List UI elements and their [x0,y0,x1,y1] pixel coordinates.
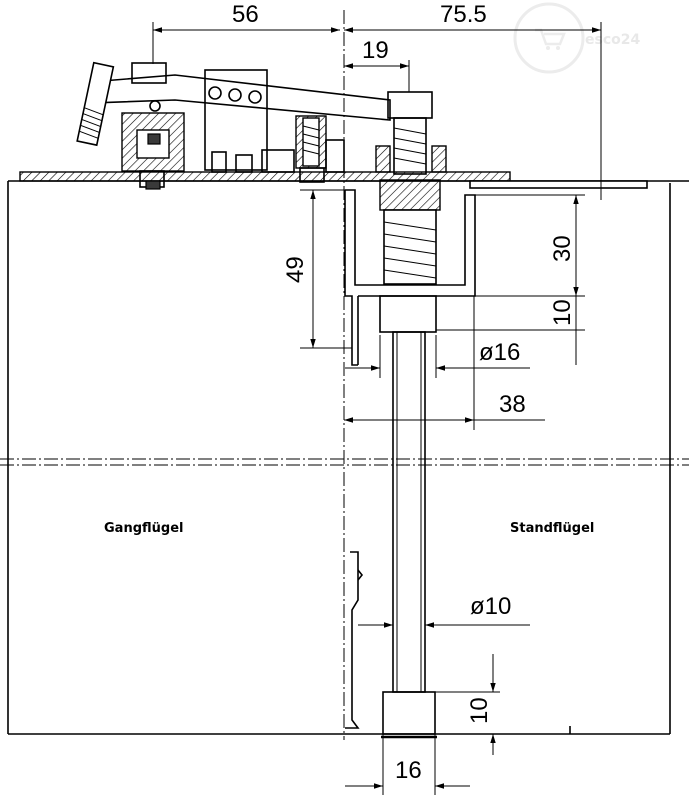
label-gangfluegel: Gangflügel [104,521,183,536]
bolt-assembly [344,179,476,739]
watermark-text: esco24 [585,32,640,48]
dimension-75-5: 75.5 [440,1,487,28]
dimension-10-bottom: 10 [466,697,493,724]
dimension-16: 16 [395,757,422,784]
top-mounting-plate [19,171,648,189]
esco24-watermark-logo: esco24 [513,2,640,74]
dimension-49: 49 [282,256,309,283]
dimension-19: 19 [362,37,389,64]
lever-mechanism [76,61,447,190]
cart-icon [513,2,585,74]
dimension-10-top: 10 [549,299,576,326]
dimension-diameter-10: ø10 [470,593,511,620]
dimension-56: 56 [232,1,259,28]
dimension-lines [152,22,602,795]
dimension-38: 38 [499,391,526,418]
dimension-diameter-16: ø16 [479,339,520,366]
label-standfluegel: Standflügel [510,521,594,536]
dimension-30: 30 [549,235,576,262]
